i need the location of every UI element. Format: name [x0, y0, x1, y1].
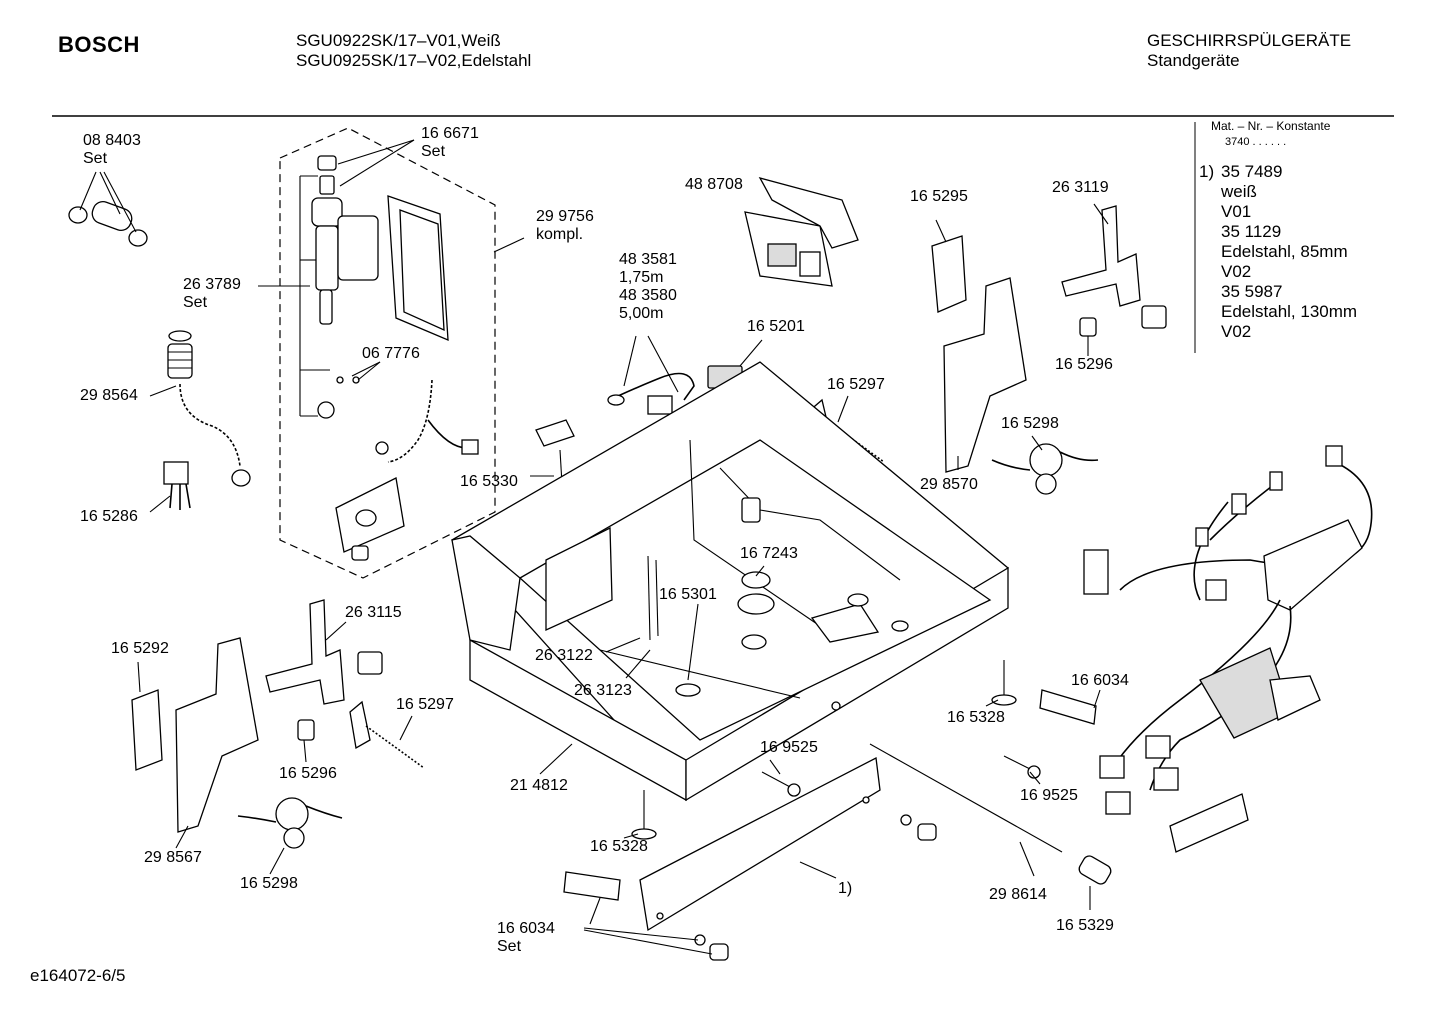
part-label: 26 3122 — [535, 647, 593, 664]
adjustable-foot-center — [631, 790, 657, 840]
part-label: 16 9525 — [1020, 787, 1078, 804]
legend-line: 35 7489 — [1221, 162, 1283, 181]
cable-assembly — [607, 372, 695, 415]
hinge-plate-right — [1061, 205, 1167, 337]
terminal-strip-right — [1039, 689, 1097, 725]
side-rail-left — [175, 637, 259, 833]
mat-nr-value: 3740 . . . . . . — [1225, 136, 1287, 148]
hose-clamp-set — [68, 200, 148, 247]
part-label: 16 5298 — [240, 875, 298, 892]
part-label: 16 5298 — [1001, 415, 1059, 432]
part-label: 16 5301 — [659, 586, 717, 603]
brand-logo: BOSCH — [58, 32, 140, 57]
category-subtitle: Standgeräte — [1147, 51, 1240, 70]
control-module — [744, 176, 859, 287]
part-label: 16 7243 — [740, 545, 798, 562]
part-label: 16 5328 — [590, 838, 648, 855]
side-rail-right — [943, 277, 1027, 473]
part-label: 16 5286 — [80, 508, 138, 525]
mounting-screws — [694, 814, 937, 961]
category-title: GESCHIRRSPÜLGERÄTE — [1147, 31, 1352, 50]
legend-marker: 1) — [1199, 162, 1215, 181]
part-label: 26 3119 — [1052, 179, 1109, 196]
hinge-sensor-right — [991, 443, 1099, 495]
kickplate-panel — [563, 756, 881, 932]
part-label: 16 9525 — [760, 739, 818, 756]
part-label: 16 5296 — [279, 765, 337, 782]
part-label: 48 8708 — [685, 176, 743, 193]
bracket-lower-left — [131, 689, 163, 771]
part-label: 1) — [838, 880, 853, 897]
part-label: 26 3115 — [345, 604, 402, 621]
tension-spring-left — [349, 700, 425, 769]
part-label: 29 8570 — [920, 476, 978, 493]
legend-line: 35 5987 — [1221, 282, 1283, 301]
dashed-assembly-outline — [279, 127, 496, 579]
cable-harness — [1083, 445, 1373, 853]
legend-line: V02 — [1221, 322, 1252, 341]
legend-line: V01 — [1221, 202, 1252, 221]
screw-center — [761, 771, 801, 797]
hinge-plate-left — [265, 599, 383, 741]
part-label: 16 5295 — [910, 188, 968, 205]
drain-hose — [375, 379, 479, 463]
legend-line: Edelstahl, 130mm — [1221, 302, 1358, 321]
part-label: 16 5292 — [111, 640, 169, 657]
leader-lines — [79, 139, 1109, 955]
connecting-rod — [869, 743, 1112, 885]
model-line-2: SGU0925SK/17–V02,Edelstahl — [296, 51, 532, 70]
part-label: 16 6034 — [1071, 672, 1129, 689]
part-label: 29 8614 — [989, 886, 1047, 903]
part-label: 16 5297 — [827, 376, 885, 393]
part-label: 26 3123 — [574, 682, 632, 699]
part-label: 29 8567 — [144, 849, 202, 866]
part-label: 21 4812 — [510, 777, 568, 794]
valve-assembly — [311, 155, 449, 419]
legend-line: 35 1129 — [1221, 222, 1282, 241]
part-label: 16 5201 — [747, 318, 805, 335]
screw-right — [1003, 755, 1041, 779]
base-tub — [450, 361, 1010, 802]
part-label: 16 5330 — [460, 473, 518, 490]
part-label: 29 8564 — [80, 387, 138, 404]
pressure-chamber — [335, 477, 405, 561]
legend-line: V02 — [1221, 262, 1252, 281]
spring-and-hose — [167, 330, 251, 487]
legend-line: Edelstahl, 85mm — [1221, 242, 1348, 261]
part-label: 16 5328 — [947, 709, 1005, 726]
model-line-1: SGU0922SK/17–V01,Weiß — [296, 31, 501, 50]
part-label: 16 5297 — [396, 696, 454, 713]
mat-nr-heading: Mat. – Nr. – Konstante — [1211, 119, 1331, 133]
retaining-clip — [163, 461, 191, 510]
part-label: 16 5296 — [1055, 356, 1113, 373]
legend-line: weiß — [1221, 182, 1257, 201]
part-label: 16 5329 — [1056, 917, 1114, 934]
bracket-upper — [931, 235, 967, 313]
drawing-reference-number: e164072-6/5 — [30, 966, 126, 985]
hinge-sensor-left — [237, 797, 343, 849]
part-label: 06 7776 — [362, 345, 420, 362]
adjustable-foot-right — [991, 660, 1017, 706]
